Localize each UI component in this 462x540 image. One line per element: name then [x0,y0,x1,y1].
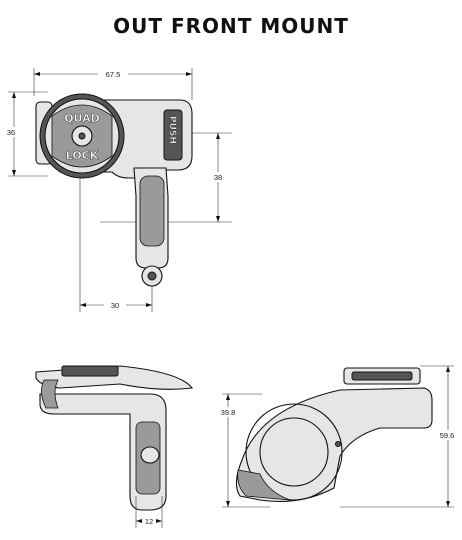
logo-line-quad: QUAD [64,112,100,125]
side-width-label: 12 [145,517,153,526]
page-title: OUT FRONT MOUNT [113,14,349,38]
height-dimension-label: 36 [7,128,15,137]
height-dimension: 36 [4,91,48,177]
front-view: 39.8 59.6 [214,365,460,508]
clamp-height-dimension: 39.8 [214,393,270,508]
offset-horizontal-label: 30 [111,301,119,310]
side-view: 12 [35,365,194,528]
push-label: PUSH [167,116,177,144]
width-dimension: 67.5 [33,68,193,100]
width-dimension-label: 67.5 [106,70,121,79]
total-height-dimension: 59.6 [340,365,460,508]
logo-line-lock: LOCK [66,149,99,162]
offset-vertical-label: 38 [214,173,222,182]
total-height-label: 59.6 [440,431,455,440]
top-view: 67.5 36 38 [4,68,232,312]
side-width-dimension: 12 [135,496,163,528]
clamp-height-label: 39.8 [221,408,236,417]
